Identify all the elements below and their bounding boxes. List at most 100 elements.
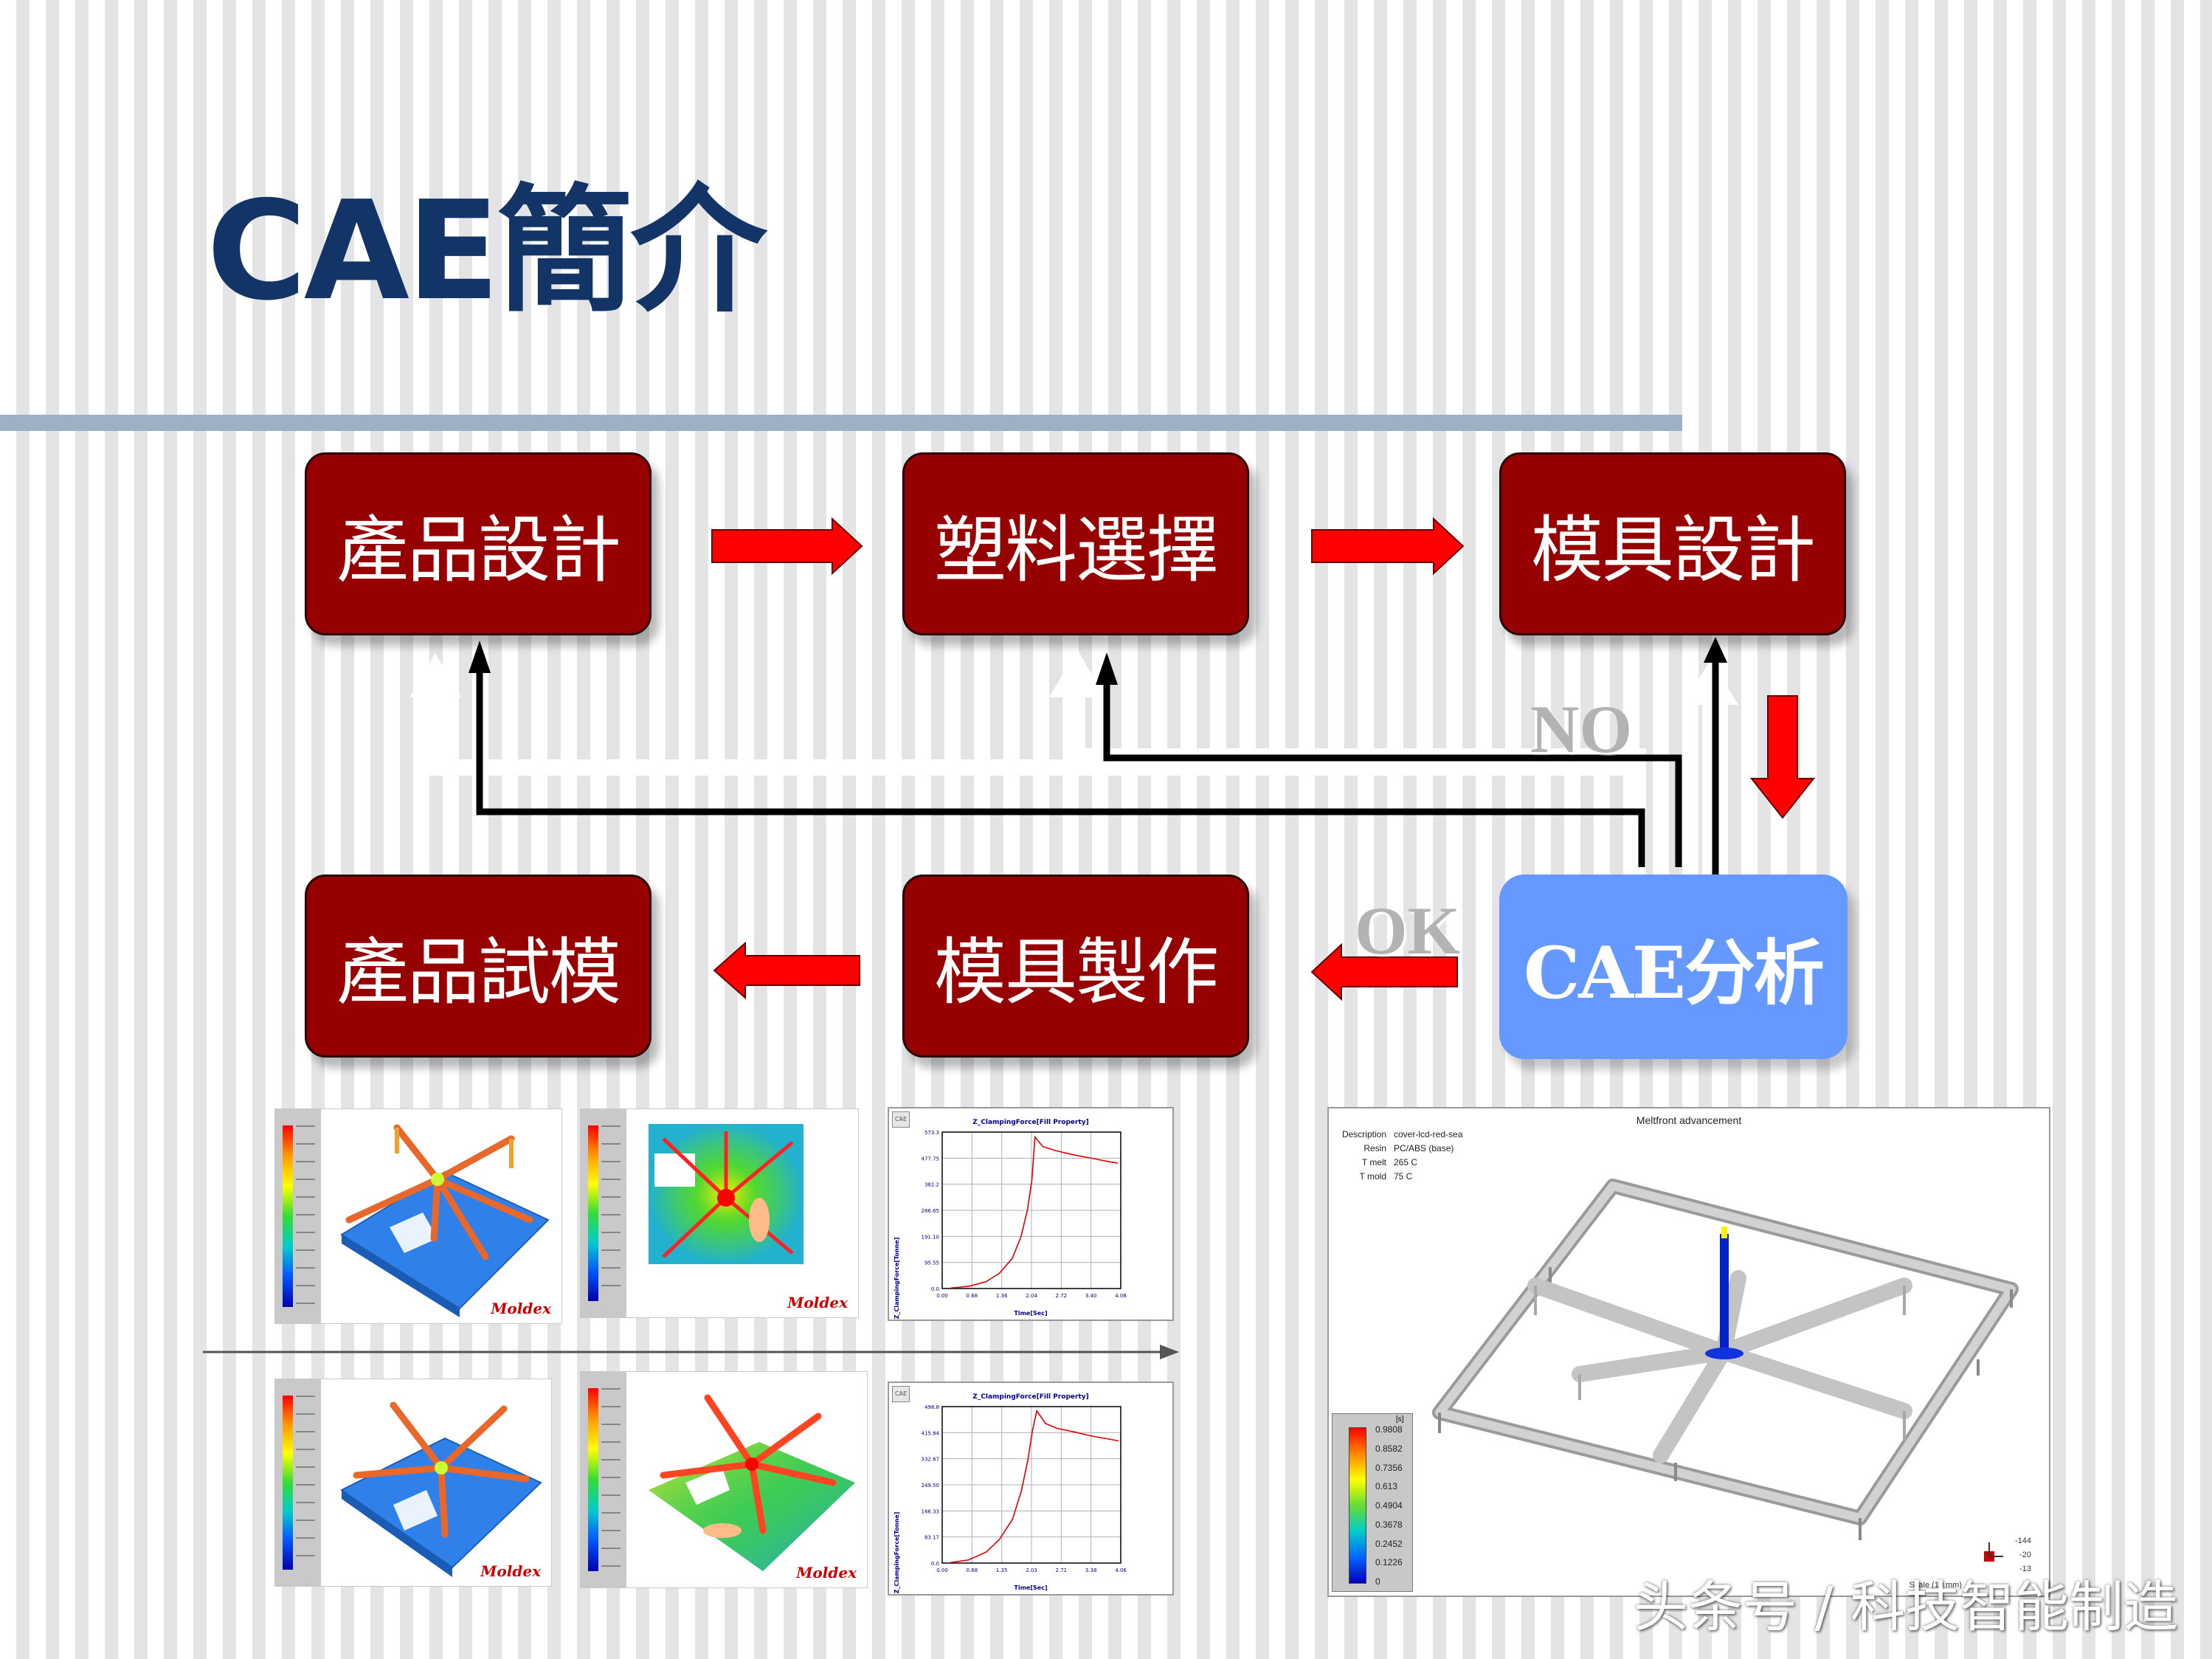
series-point: [985, 1280, 987, 1283]
arrowhead-mold-design: [1704, 637, 1727, 663]
legend-value: 0.613: [1375, 1481, 1398, 1492]
chart-2-ylabel: Z_ClampingForce[Tonne]: [894, 1511, 900, 1594]
legend-value: 0.9808: [1375, 1424, 1403, 1435]
legend-values: 0.9808 0.8582 0.7356 0.613 0.4904 0.3678…: [1375, 1424, 1403, 1587]
x-tick-label: 4.06: [1115, 1567, 1127, 1573]
x-tick-label: 2.04: [1026, 1293, 1037, 1299]
series-point: [967, 1559, 970, 1561]
series-point: [1074, 1431, 1075, 1433]
box-plastic-selection-label: 塑料選擇: [933, 508, 1219, 593]
legend-value: 0: [1375, 1576, 1380, 1587]
sim-3-brand: Moldex: [480, 1562, 541, 1580]
series-point: [1116, 1162, 1119, 1164]
no-label: NO: [1530, 691, 1632, 767]
series-point: [998, 1272, 1000, 1275]
sim-panel-1: Moldex: [274, 1108, 562, 1324]
meltfront-title: Meltfront advancement: [1636, 1114, 1742, 1126]
series-point: [1031, 1430, 1033, 1432]
y-tick-label: 286.65: [922, 1208, 940, 1214]
sim-2-model: [649, 1124, 803, 1264]
y-tick-label: 332.67: [922, 1457, 940, 1463]
y-tick-label: 477.75: [922, 1156, 940, 1162]
y-tick-label: 498.8: [924, 1404, 939, 1410]
arrowhead-plastic-selection: [1096, 652, 1118, 685]
x-tick-label: 0.68: [967, 1293, 978, 1299]
sim-4-brand: Moldex: [796, 1564, 857, 1582]
coordinate-readout: -144 -20 -13: [2015, 1534, 2031, 1576]
series-point: [1090, 1157, 1092, 1159]
coord-value: -20: [2019, 1551, 2031, 1559]
tmelt-value: 265 C: [1394, 1157, 1418, 1167]
chart-2-xlabel: Time[Sec]: [1014, 1584, 1048, 1591]
box-product-design-label: 產品設計: [336, 508, 621, 593]
desc-value: cover-lcd-red-sea: [1394, 1129, 1463, 1139]
series-point: [1107, 1161, 1110, 1162]
series-point: [998, 1539, 1000, 1540]
y-tick-label: 166.33: [922, 1508, 940, 1514]
sim-panel-2: Moldex: [580, 1108, 859, 1318]
series-point: [1042, 1145, 1044, 1148]
x-tick-label: 2.72: [1056, 1293, 1068, 1299]
x-tick-label: 4.08: [1115, 1293, 1127, 1299]
box-cae-analysis-label: CAE分析: [1523, 931, 1825, 1015]
feedback-shadow-heads: [409, 649, 1738, 705]
series-point: [1012, 1258, 1013, 1260]
chart-2-title: Z_ClampingForce[Fill Property]: [972, 1393, 1089, 1401]
legend-value: 0.1226: [1375, 1557, 1403, 1568]
series-line: [950, 1135, 1118, 1289]
sim-1-brand: Moldex: [491, 1300, 551, 1317]
sim-4-legend: [581, 1372, 626, 1587]
feedback-arrowheads: [469, 637, 1727, 685]
series-point: [1012, 1518, 1014, 1520]
sim-4-model: [649, 1394, 855, 1571]
chart-1-title: Z_ClampingForce[Fill Property]: [972, 1119, 1089, 1126]
box-mold-design: 模具設計: [1499, 452, 1846, 635]
x-tick-label: 0.00: [936, 1567, 948, 1573]
sim-panel-3: Moldex: [274, 1379, 552, 1587]
arrow-design-to-plastic: [711, 517, 863, 576]
meltfront-legend: [s] 0.9808 0.8582 0.7356 0.613 0.4904 0.…: [1332, 1413, 1413, 1592]
sim-2-brand: Moldex: [787, 1294, 848, 1311]
series-point: [1027, 1458, 1029, 1460]
box-product-design: 產品設計: [305, 452, 651, 635]
resin-value: PC/ABS (base): [1394, 1143, 1454, 1153]
tmelt-key: T melt: [1361, 1157, 1386, 1167]
tmold-key: T mold: [1359, 1171, 1386, 1182]
y-tick-label: 573.3: [924, 1130, 939, 1136]
x-tick-label: 1.35: [996, 1567, 1008, 1573]
box-plastic-selection: 塑料選擇: [902, 452, 1249, 635]
box-mold-making: 模具製作: [902, 875, 1249, 1058]
slide-title: CAE簡介: [207, 171, 767, 331]
x-tick-label: 3.38: [1085, 1567, 1097, 1573]
box-mold-design-label: 模具設計: [1530, 508, 1816, 593]
sim-2-legend: [581, 1109, 626, 1317]
ok-label: OK: [1355, 893, 1461, 968]
x-tick-label: 2.03: [1026, 1567, 1037, 1573]
series-point: [1045, 1423, 1046, 1424]
title-underline: [0, 415, 1682, 431]
y-tick-label: 191.10: [922, 1234, 940, 1240]
series-point: [1026, 1208, 1029, 1210]
axis-triad-icon: [1984, 1542, 2003, 1562]
legend-value: 0.7356: [1375, 1462, 1403, 1473]
sim-3-model: [340, 1401, 542, 1577]
x-tick-label: 0.68: [967, 1567, 978, 1573]
x-tick-label: 3.40: [1085, 1293, 1097, 1299]
chart-1-xlabel: Time[Sec]: [1014, 1310, 1048, 1317]
series-point: [1073, 1154, 1074, 1156]
x-tick-label: 2.71: [1056, 1567, 1068, 1573]
series-point: [1117, 1440, 1119, 1442]
series-point: [1036, 1410, 1037, 1412]
coord-value: -13: [2019, 1565, 2031, 1573]
chart-1-ylabel: Z_ClampingForce[Tonne]: [894, 1237, 900, 1320]
sim-panel-4: Moldex: [580, 1371, 868, 1588]
series-point: [1034, 1136, 1036, 1138]
series-point: [985, 1551, 987, 1553]
plot-frame: [941, 1406, 1121, 1564]
box-mold-making-label: 模具製作: [933, 931, 1219, 1015]
